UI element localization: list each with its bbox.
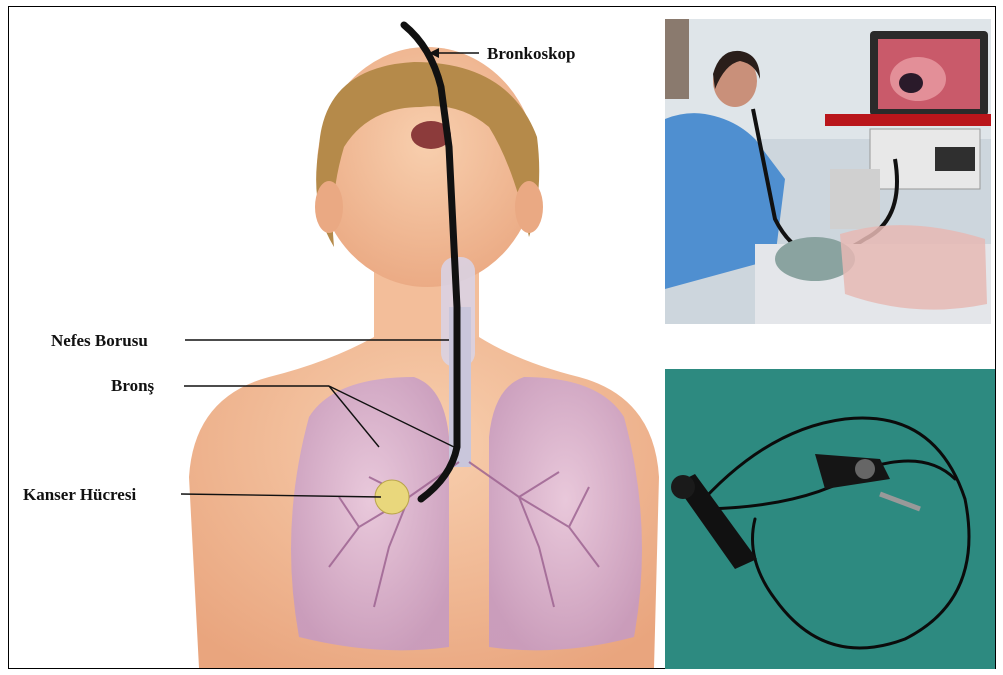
- instrument-photo: [665, 369, 995, 669]
- label-kanser-hucresi: Kanser Hücresi: [23, 486, 136, 503]
- label-bronş: Bronş: [111, 377, 154, 394]
- label-nefes-borusu: Nefes Borusu: [51, 332, 148, 349]
- label-bronkoskop: Bronkoskop: [487, 45, 576, 62]
- figure-frame: Bronkoskop Nefes Borusu Bronş Kanser Hüc…: [8, 6, 996, 669]
- procedure-photo: [665, 19, 991, 324]
